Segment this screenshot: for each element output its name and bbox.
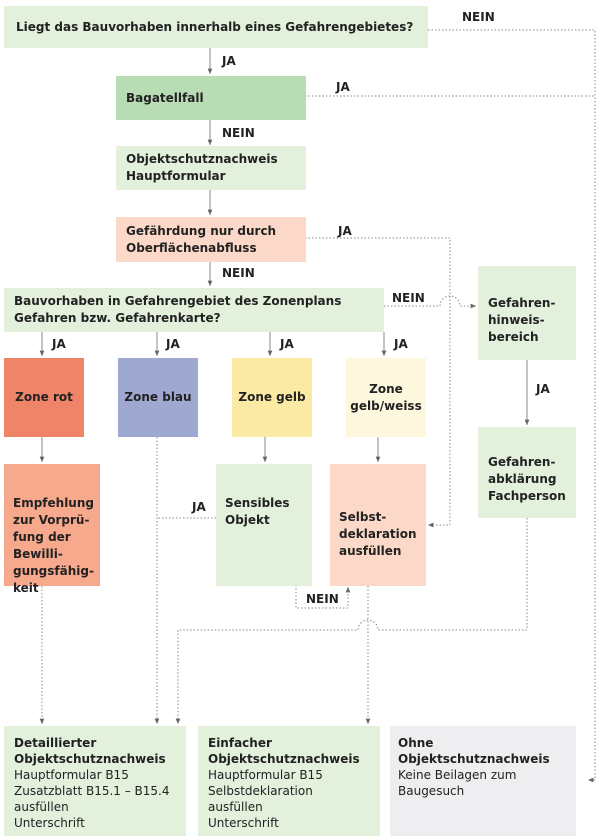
box-gefaehrdung-text: Gefährdung nur durch Oberflächenabfluss — [126, 223, 277, 255]
question-zonenplan-text: Bauvorhaben in Gefahrengebiet des Zonenp… — [14, 294, 342, 325]
outcome-detailliert-title: Detaillierter Objektschutznachweis — [14, 736, 166, 766]
outcome-ohne-body: Keine Beilagen zum Baugesuch — [398, 768, 517, 798]
label-nein-sensibles: NEIN — [306, 592, 339, 606]
outcome-detaillierter-nachweis: Detaillierter Objektschutznachweis Haupt… — [4, 726, 186, 836]
box-gefahrenabklaerung-fachperson: Gefahren- abklärung Fachperson — [478, 427, 576, 518]
box-objektschutz-hauptformular: Objektschutznachweis Hauptformular — [116, 146, 306, 190]
box-sensibles-objekt-text: Sensibles Objekt — [225, 496, 290, 527]
outcome-einfach-title: Einfacher Objektschutznachweis — [208, 736, 360, 766]
outcome-einfacher-nachweis: Einfacher Objektschutznachweis Hauptform… — [198, 726, 380, 836]
question-zonenplan: Bauvorhaben in Gefahrengebiet des Zonenp… — [4, 288, 384, 332]
path-q1-nein — [428, 29, 596, 783]
path-zonen-nein — [384, 295, 476, 309]
outcome-ohne-nachweis: Ohne Objektschutznachweis Keine Beilagen… — [390, 726, 576, 836]
box-selbstdeklaration-text: Selbst- deklaration ausfüllen — [339, 510, 417, 558]
label-nein-q1: NEIN — [462, 10, 495, 24]
label-ja-gefahrenhinweis: JA — [536, 382, 550, 396]
path-gefaehrdung-ja — [305, 237, 451, 528]
box-zone-blau-text: Zone blau — [124, 390, 192, 404]
label-ja-q1: JA — [222, 54, 236, 68]
box-zone-gelb-weiss-text: Zone gelb/weiss — [350, 381, 422, 413]
label-ja-zone-rot: JA — [52, 337, 66, 351]
box-bagatellfall-text: Bagatellfall — [126, 90, 204, 105]
box-zone-rot: Zone rot — [4, 358, 84, 437]
box-zone-gelb-text: Zone gelb — [238, 390, 306, 404]
label-ja-gefaehrdung: JA — [338, 224, 352, 238]
outcome-einfach-body: Hauptformular B15 Selbstdeklaration ausf… — [208, 768, 323, 830]
outcome-ohne-title: Ohne Objektschutznachweis — [398, 736, 550, 766]
label-ja-sensibles: JA — [192, 500, 206, 514]
box-gefahrenabklaerung-text: Gefahren- abklärung Fachperson — [488, 455, 566, 503]
label-ja-bagatell: JA — [336, 80, 350, 94]
box-selbstdeklaration: Selbst- deklaration ausfüllen — [330, 464, 426, 586]
path-abklaerung-to-detailliert — [175, 518, 528, 724]
label-ja-zone-blau: JA — [166, 337, 180, 351]
label-nein-zonenplan: NEIN — [392, 291, 425, 305]
box-gefahrenhinweis-text: Gefahren- hinweis- bereich — [488, 296, 556, 344]
outcome-detailliert-body: Hauptformular B15 Zusatzblatt B15.1 – B1… — [14, 768, 170, 830]
box-zone-gelb: Zone gelb — [232, 358, 312, 437]
box-zone-blau: Zone blau — [118, 358, 198, 437]
box-zone-gelb-weiss: Zone gelb/weiss — [346, 358, 426, 437]
box-empfehlung-text: Empfehlung zur Vorprü- fung der Bewilli-… — [13, 496, 94, 595]
box-zone-rot-text: Zone rot — [15, 390, 73, 404]
question-gefahrengebiet: Liegt das Bauvorhaben innerhalb eines Ge… — [4, 6, 428, 48]
box-bagatellfall: Bagatellfall — [116, 76, 306, 120]
label-ja-zone-gelb: JA — [280, 337, 294, 351]
label-ja-zone-gelbweiss: JA — [394, 337, 408, 351]
box-empfehlung-vorpruefung: Empfehlung zur Vorprü- fung der Bewilli-… — [4, 464, 100, 595]
label-nein-gefaehrdung: NEIN — [222, 266, 255, 280]
box-objektschutz-hauptformular-text: Objektschutznachweis Hauptformular — [126, 152, 278, 183]
path-sensibles-nein — [295, 585, 351, 609]
question-gefahrengebiet-text: Liegt das Bauvorhaben innerhalb eines Ge… — [16, 19, 414, 34]
box-gefaehrdung-oberflaechenabfluss: Gefährdung nur durch Oberflächenabfluss — [116, 217, 306, 262]
box-sensibles-objekt: Sensibles Objekt — [216, 464, 312, 586]
label-nein-bagatell: NEIN — [222, 126, 255, 140]
box-gefahrenhinweisbereich: Gefahren- hinweis- bereich — [478, 266, 576, 360]
